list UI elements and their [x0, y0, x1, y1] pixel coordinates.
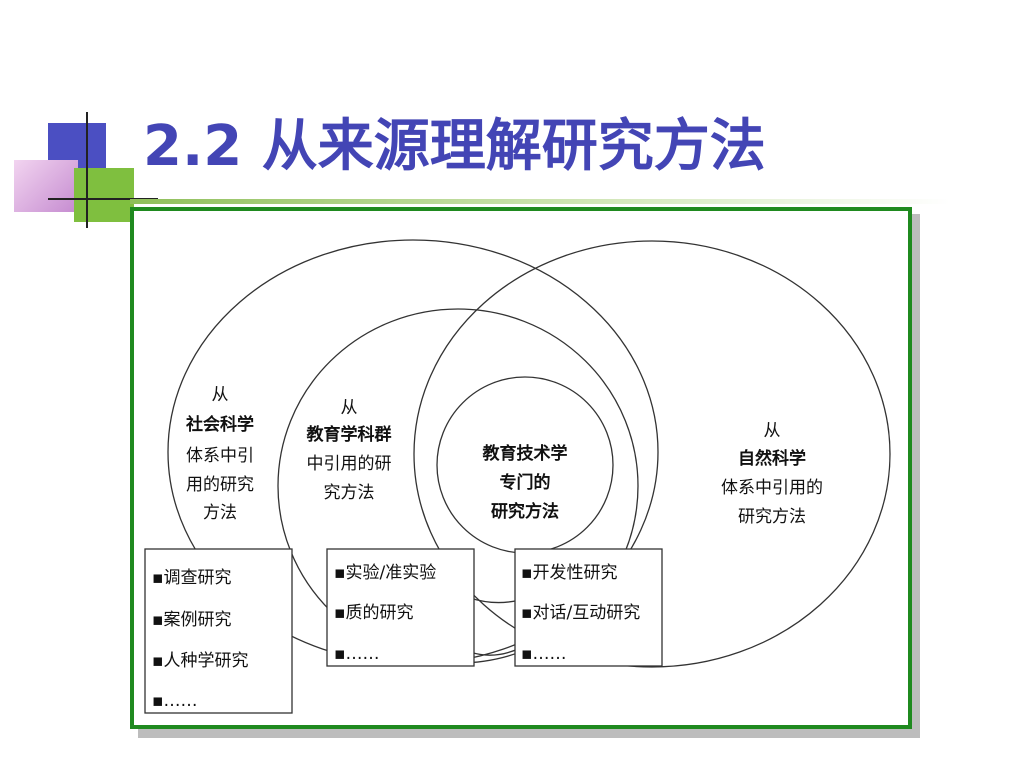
social-science-line1: 体系中引 — [186, 446, 254, 466]
decor-vertical-line — [86, 112, 88, 228]
natural-science-prefix: 从 — [764, 421, 781, 441]
education-group-name: 教育学科群 — [306, 424, 392, 445]
social-method-item: ▪案例研究 — [152, 610, 232, 630]
decor-pink-square — [14, 160, 78, 212]
decor-horizontal-line — [48, 198, 158, 200]
title-underline — [130, 199, 950, 204]
social-science-line2: 用的研究 — [186, 475, 254, 495]
social-methods-box — [144, 548, 293, 714]
education-method-item: ▪质的研究 — [334, 603, 414, 623]
social-science-line3: 方法 — [203, 503, 237, 523]
education-method-item: ▪…… — [334, 644, 380, 664]
natural-science-circle — [413, 240, 891, 668]
natural-science-line1: 体系中引用的 — [721, 478, 823, 498]
edtech-method-item: ▪开发性研究 — [521, 563, 618, 583]
education-method-item: ▪实验/准实验 — [334, 563, 436, 583]
edtech-line3: 研究方法 — [491, 501, 559, 522]
natural-science-name: 自然科学 — [738, 448, 806, 469]
edtech-line1: 教育技术学 — [482, 443, 568, 464]
education-group-line1: 中引用的研 — [307, 454, 392, 474]
decor-green-square — [74, 168, 134, 222]
social-science-name: 社会科学 — [185, 414, 254, 435]
social-method-item: ▪人种学研究 — [152, 651, 249, 671]
edtech-method-item: ▪…… — [521, 644, 567, 664]
education-methods-box — [326, 548, 475, 667]
education-group-line2: 究方法 — [324, 483, 375, 503]
social-science-prefix: 从 — [212, 385, 229, 405]
edtech-circle — [436, 376, 614, 554]
edtech-methods-box — [514, 548, 663, 667]
social-method-item: ▪…… — [152, 691, 198, 711]
education-group-prefix: 从 — [341, 398, 358, 418]
edtech-line2: 专门的 — [500, 472, 551, 493]
slide-title: 2.2 从来源理解研究方法 — [143, 114, 766, 179]
social-method-item: ▪调查研究 — [152, 568, 232, 588]
edtech-method-item: ▪对话/互动研究 — [521, 603, 640, 623]
natural-science-line2: 研究方法 — [738, 507, 806, 527]
